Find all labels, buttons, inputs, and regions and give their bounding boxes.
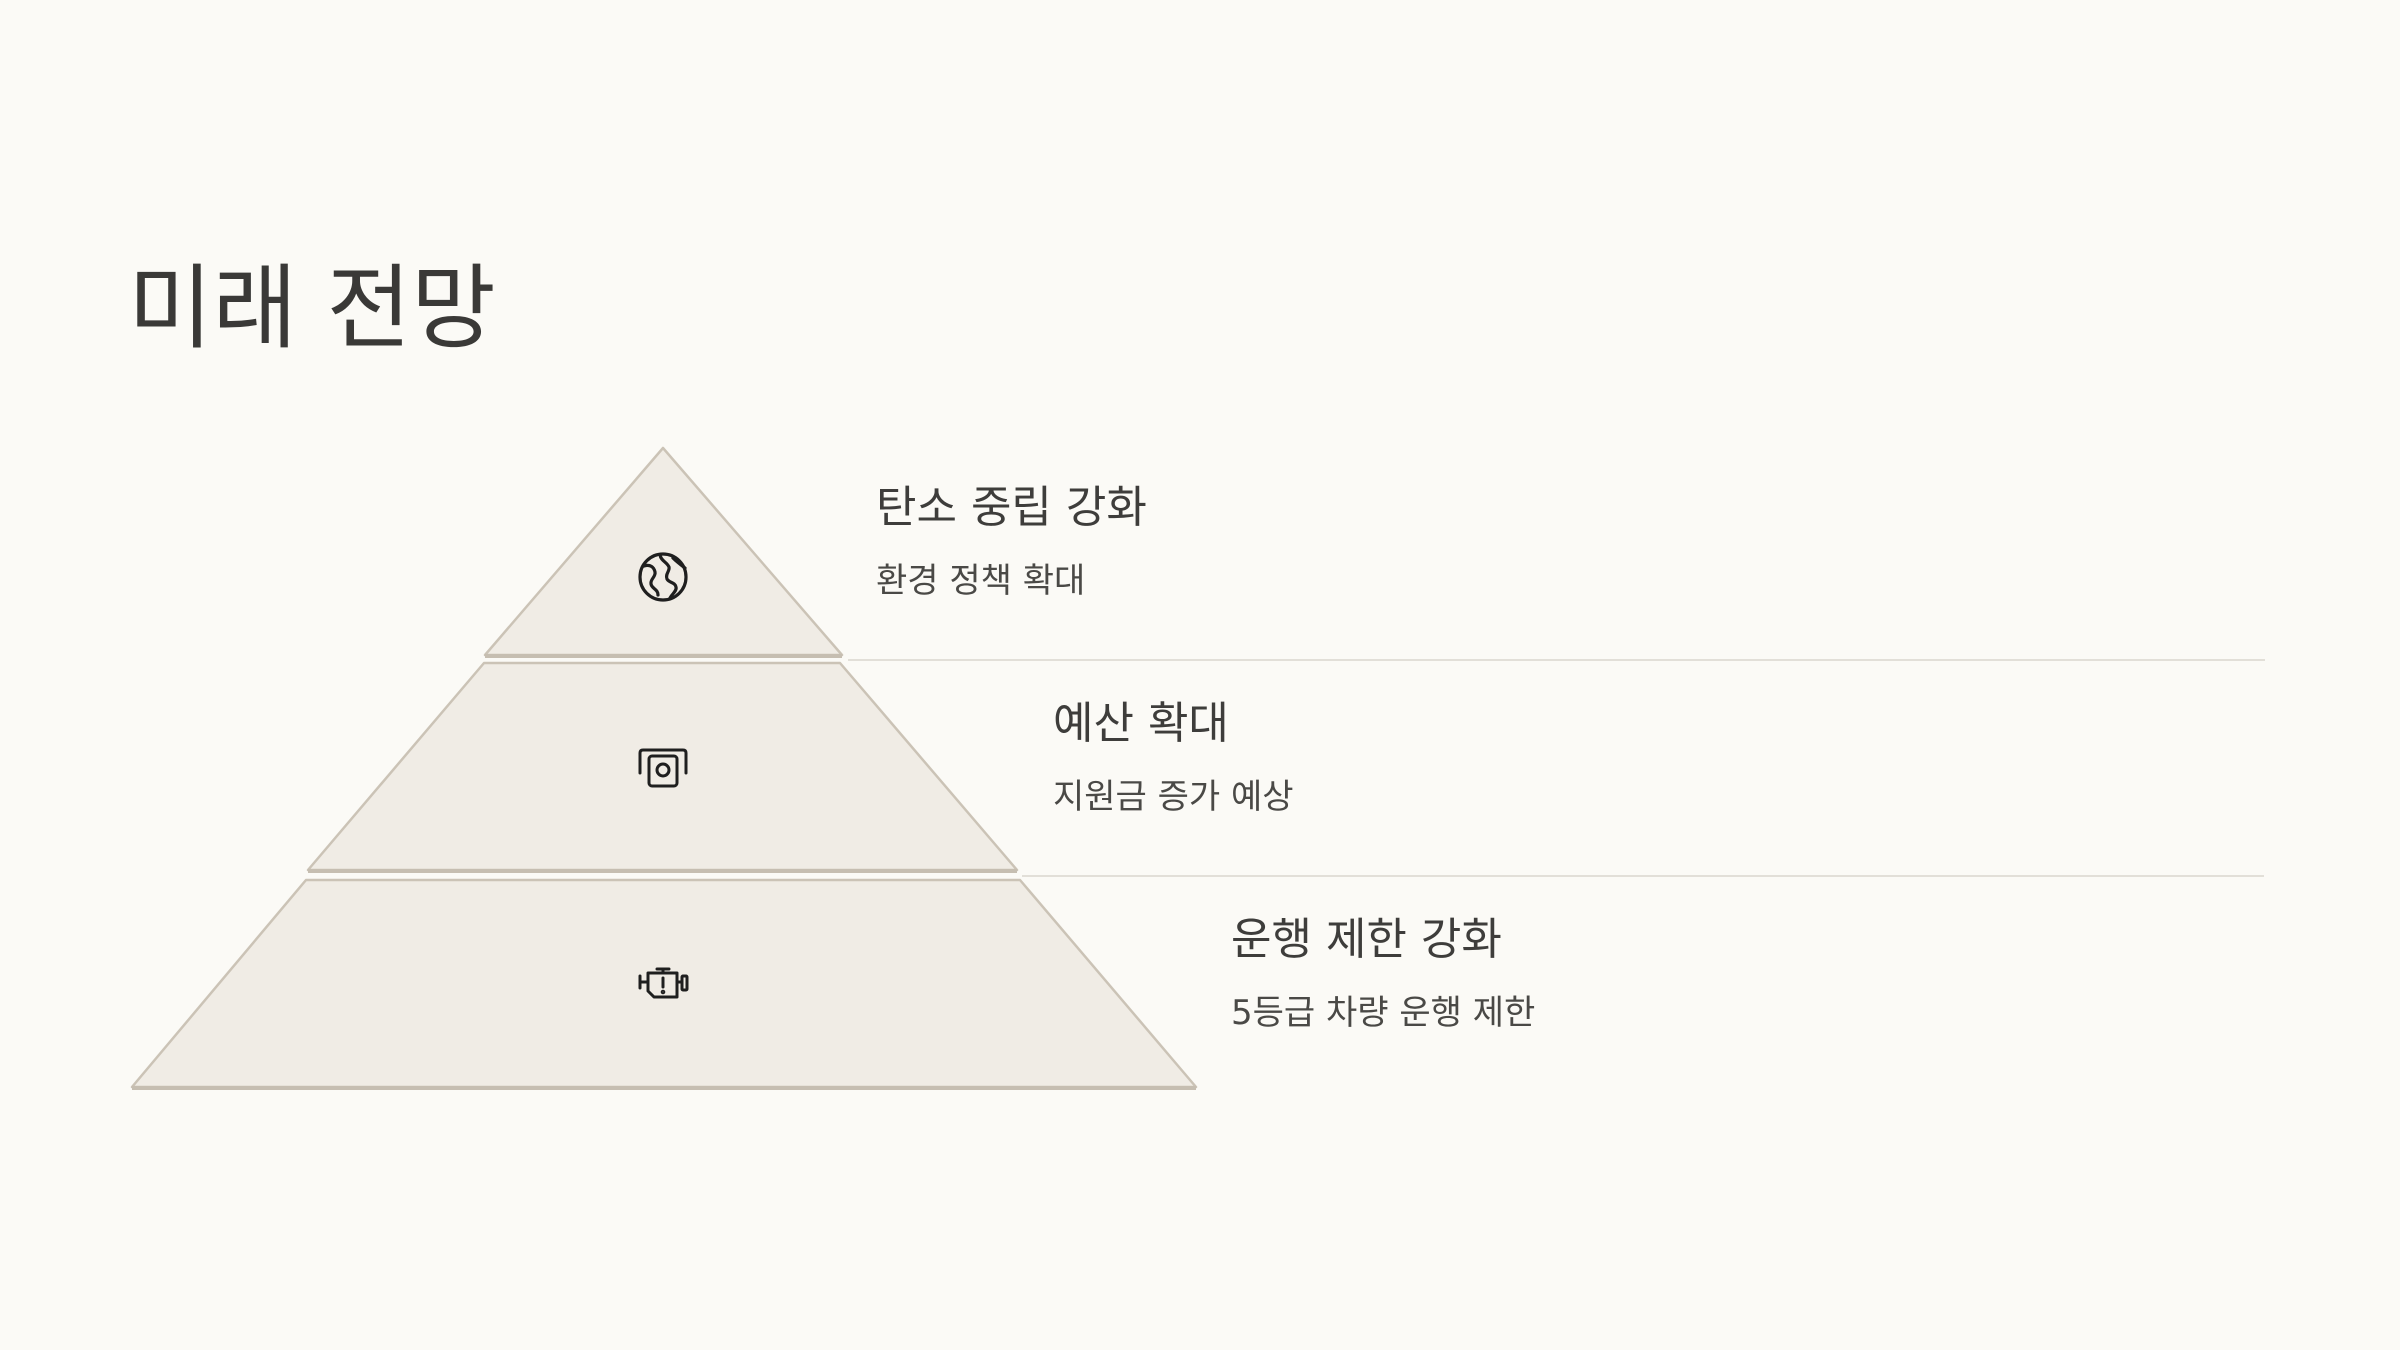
atm-cash-icon bbox=[638, 748, 688, 788]
engine-warning-icon bbox=[638, 967, 689, 999]
page-title: 미래 전망 bbox=[128, 255, 496, 362]
level-bottom-text: 운행 제한 강화 5등급 차량 운행 제한 bbox=[1231, 914, 1535, 1034]
level-top-description: 환경 정책 확대 bbox=[876, 560, 1086, 601]
level-middle-description: 지원금 증가 예상 bbox=[1053, 776, 1294, 817]
level-top-text: 탄소 중립 강화 환경 정책 확대 bbox=[876, 482, 1147, 602]
level-top-heading: 탄소 중립 강화 bbox=[876, 482, 1147, 533]
level-bottom-description: 5등급 차량 운행 제한 bbox=[1231, 992, 1536, 1033]
level-middle-heading: 예산 확대 bbox=[1053, 698, 1229, 749]
level-middle-text: 예산 확대 지원금 증가 예상 bbox=[1053, 698, 1294, 818]
level-bottom-heading: 운행 제한 강화 bbox=[1231, 914, 1502, 965]
pyramid-level-middle bbox=[306, 661, 1019, 873]
pyramid-level-top bbox=[483, 446, 844, 658]
globe-icon bbox=[638, 552, 688, 602]
